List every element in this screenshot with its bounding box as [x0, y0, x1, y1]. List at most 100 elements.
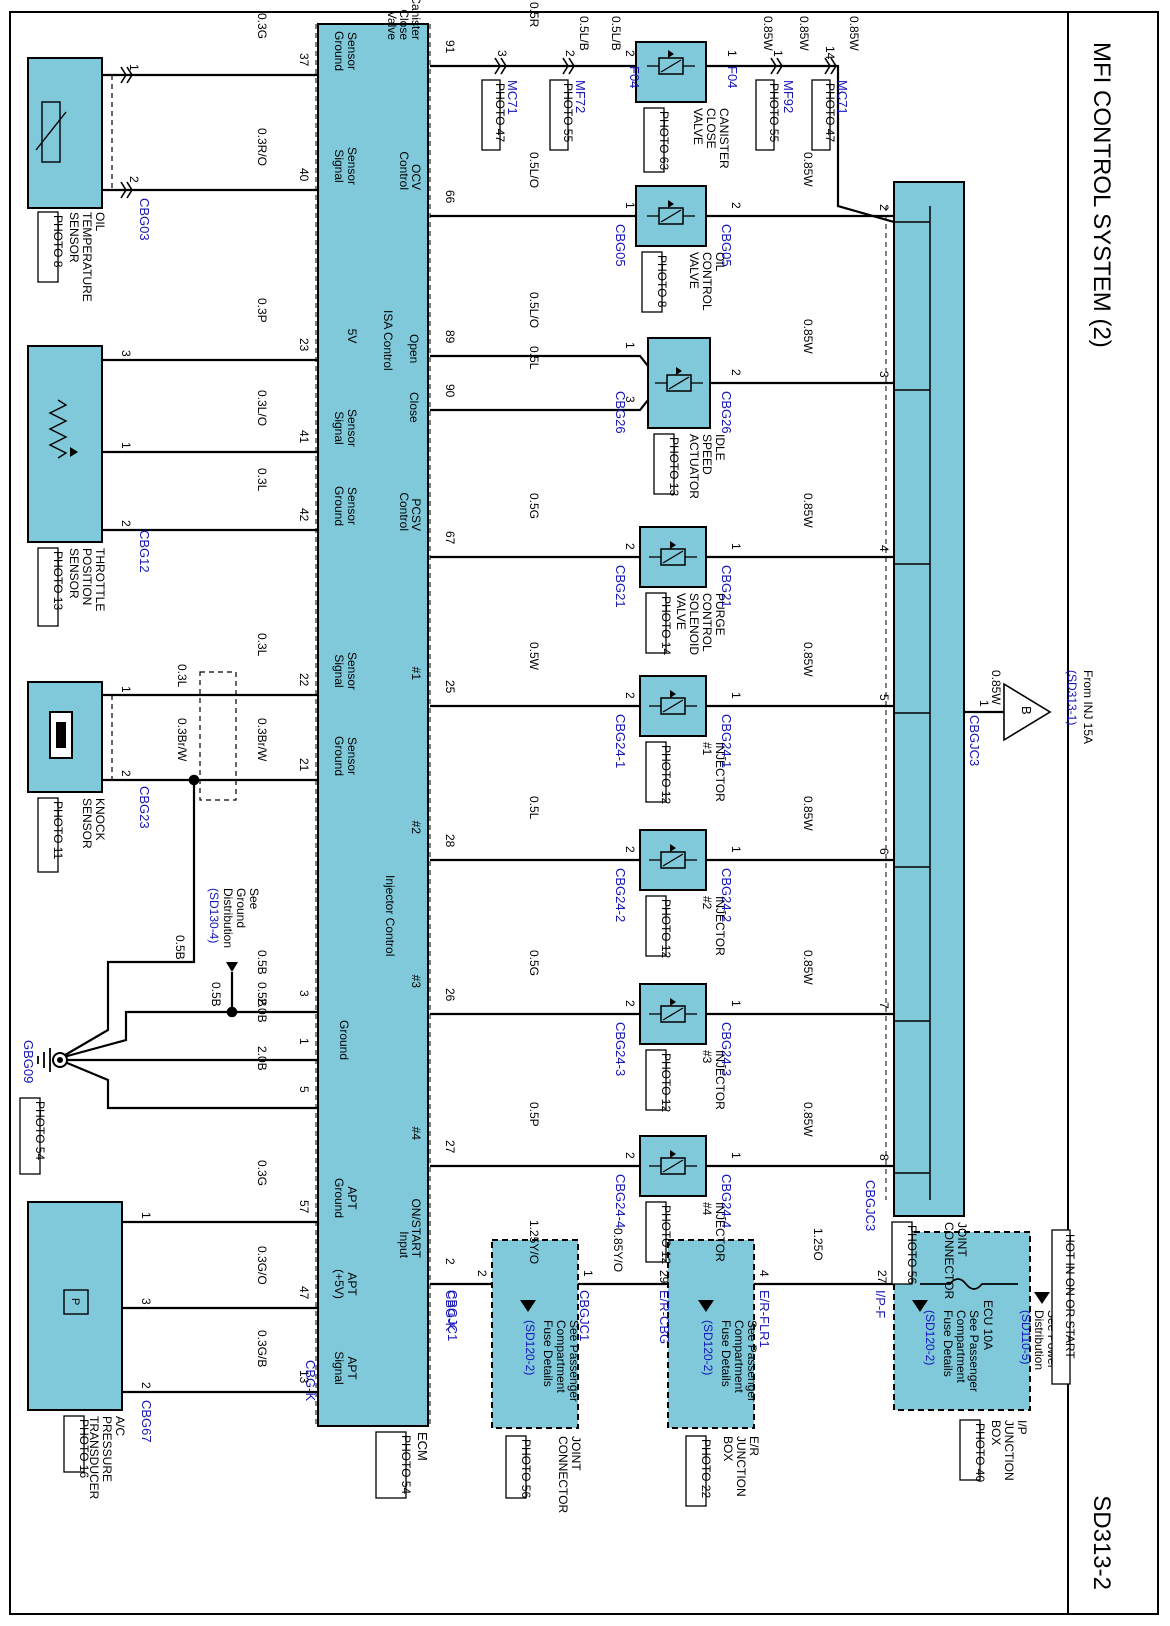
ip-power-ref-arrow [1034, 1292, 1050, 1304]
tps-pin-3: 3 [119, 350, 133, 357]
actuator-photo-2-frame [645, 592, 667, 654]
er-ref-code: (SD120-2) [701, 1320, 715, 1375]
oil-temp-photo-frame [37, 211, 59, 283]
ground-wire-join: 0.5B [255, 982, 269, 1007]
ecm-pin-67: 67 [443, 531, 457, 545]
ecm-pin-28: 28 [443, 834, 457, 848]
joint-connector-photo: PHOTO 56 [905, 1225, 919, 1284]
from-inj-ref: From INJ 15A [1081, 670, 1095, 744]
actuator-conn-out-5: CBG24-3 [719, 1022, 734, 1076]
ecm-pin-label-47: APT(+5V) [332, 1269, 359, 1299]
actuator-photo-6-frame [645, 1201, 667, 1263]
ecm-pin-27: 27 [443, 1140, 457, 1154]
knock-shield-wire-2: 0.3Br/W [175, 718, 189, 762]
canister-wire-mf92a: 0.85W [761, 16, 775, 51]
mf72-pin: 2 [563, 50, 577, 57]
conn-mc71-right [824, 57, 837, 75]
joint-connector-name: JOINTCONNECTOR [942, 1222, 969, 1299]
actuator-name-2: PURGECONTROLSOLENOIDVALVE [674, 593, 727, 655]
joint-connector-photo-frame [891, 1221, 913, 1285]
apt-pin-3: 3 [139, 1298, 153, 1305]
ecm-pin-label-41: SensorSignal [332, 409, 359, 447]
wire-knock-shield-gnd [59, 780, 196, 1059]
ecm-pin-91: 91 [443, 40, 457, 54]
tps-name: THROTTLEPOSITIONSENSOR [67, 548, 107, 611]
ecm-pin-23: 23 [297, 338, 311, 352]
apt-pin-2: 2 [139, 1382, 153, 1389]
er-cbg-code: E/R-CBG [657, 1290, 672, 1344]
knock-photo: PHOTO 11 [51, 801, 65, 860]
knock-pin-2: 2 [119, 770, 133, 777]
potentiometer-wiper [70, 447, 78, 457]
actuator-solenoid-1 [655, 367, 703, 392]
canister-valve-solenoid [647, 50, 695, 75]
wire-size-ecm-left-4: 0.3L [255, 468, 269, 492]
wire-size-ecm-left-9: 2.0B [255, 1046, 269, 1071]
wire-size-ecm-left-3: 0.3L/O [255, 390, 269, 426]
mc71-right-photo-frame [811, 79, 831, 151]
er-photo: PHOTO 22 [699, 1439, 713, 1498]
ecm-pin-2: 2 [443, 1258, 457, 1265]
wire-er-ip: 1.25O [811, 1228, 825, 1261]
wire-size-ecm-left-0: 0.3G [255, 13, 269, 39]
ecm-pin-90: 90 [443, 384, 457, 398]
ip-fuse-ref-arrow [912, 1300, 928, 1312]
wire-size-ecm-right-7: 0.5G [527, 950, 541, 976]
mf92-photo-frame [755, 79, 775, 151]
ecm-pin-89: 89 [443, 330, 457, 344]
mc71-right-photo: PHOTO 47 [823, 83, 837, 142]
ip-ref2-code: (SD120-2) [923, 1310, 937, 1365]
jc-pin-6: 8 [877, 1154, 891, 1161]
thermistor-symbol [41, 101, 61, 163]
ecm-pin-label-42: SensorGround [332, 486, 359, 526]
conn-mf72 [562, 57, 575, 75]
canister-close-valve-body [635, 41, 707, 103]
oil-temp-photo: PHOTO 8 [51, 215, 65, 268]
ecm-pin-13: 13 [297, 1370, 311, 1384]
ecm-pin-66: 66 [443, 190, 457, 204]
fuse-ecu-10a [920, 1278, 1018, 1290]
conn-cbg12: CBG12 [137, 530, 152, 573]
jc1-pin-er: 1 [581, 1270, 595, 1277]
actuator-conn-out-3: CBG24-1 [719, 714, 734, 768]
jc-pin-0: 2 [877, 204, 891, 211]
ip-photo: PHOTO 40 [973, 1423, 987, 1482]
oil-temp-sensor-name: OILTEMPERATURESENSOR [67, 212, 107, 302]
actuator-name-0: OILCONTROLVALVE [687, 252, 727, 311]
wire-size-ecm-right-1: 0.5L/O [527, 152, 541, 188]
knock-shield-wire-1: 0.3L [175, 664, 189, 688]
page-title: MFI CONTROL SYSTEM (2) [1088, 42, 1115, 348]
ground-symbol [37, 1048, 51, 1072]
wire-size-ecm-left-10: 0.3G [255, 1160, 269, 1186]
ecm-pin-40: 40 [297, 168, 311, 182]
actuator-photo-5: PHOTO 12 [659, 1053, 673, 1112]
pressure-p-glyph: P [69, 1298, 81, 1305]
wire-size-ecm-left-7: 0.5B [255, 950, 269, 975]
conn-mc71-right-code: MC71 [835, 80, 850, 115]
ecm-connector-left: CBG-K [303, 1360, 318, 1402]
canister-wire-top: 0.85W [847, 16, 861, 51]
isa-close-label: Close [407, 392, 421, 423]
ip-ref1-code: (SD110-5) [1019, 1310, 1033, 1364]
piezo-core [56, 722, 66, 748]
wire-size-ecm-right-4: 0.5G [527, 493, 541, 519]
actuator-pin-in-0: 1 [623, 202, 637, 209]
ecm-pin-label-21: SensorGround [332, 736, 359, 776]
thermistor-slash [35, 111, 67, 151]
ecm-pin-25: 25 [443, 680, 457, 694]
actuator-photo-0-frame [641, 251, 663, 313]
ecm-pin-label-27: #4 [409, 1127, 423, 1141]
actuator-wire-out-2: 0.85W [801, 493, 815, 528]
ecm-pin-57: 57 [297, 1200, 311, 1214]
jc3-code-bottom: CBGJC3 [863, 1180, 878, 1231]
actuator-name-6: INJECTOR#4 [700, 1202, 727, 1262]
wire-jc1-er: 0.85Y/O [611, 1228, 625, 1272]
ecm-pin-label-2: ON/STARTInput [397, 1198, 423, 1258]
conn-mf92-code: MF92 [781, 80, 796, 113]
isa-pin-3: 3 [623, 396, 637, 403]
wire-size-ecm-left-1: 0.3R/O [255, 128, 269, 166]
ecm-pin-label-91: CanisterCloseValve [385, 0, 423, 40]
from-inj-letter: B [1019, 706, 1034, 715]
apt-photo-frame [63, 1415, 85, 1473]
ground-ref-arrow [226, 962, 238, 972]
